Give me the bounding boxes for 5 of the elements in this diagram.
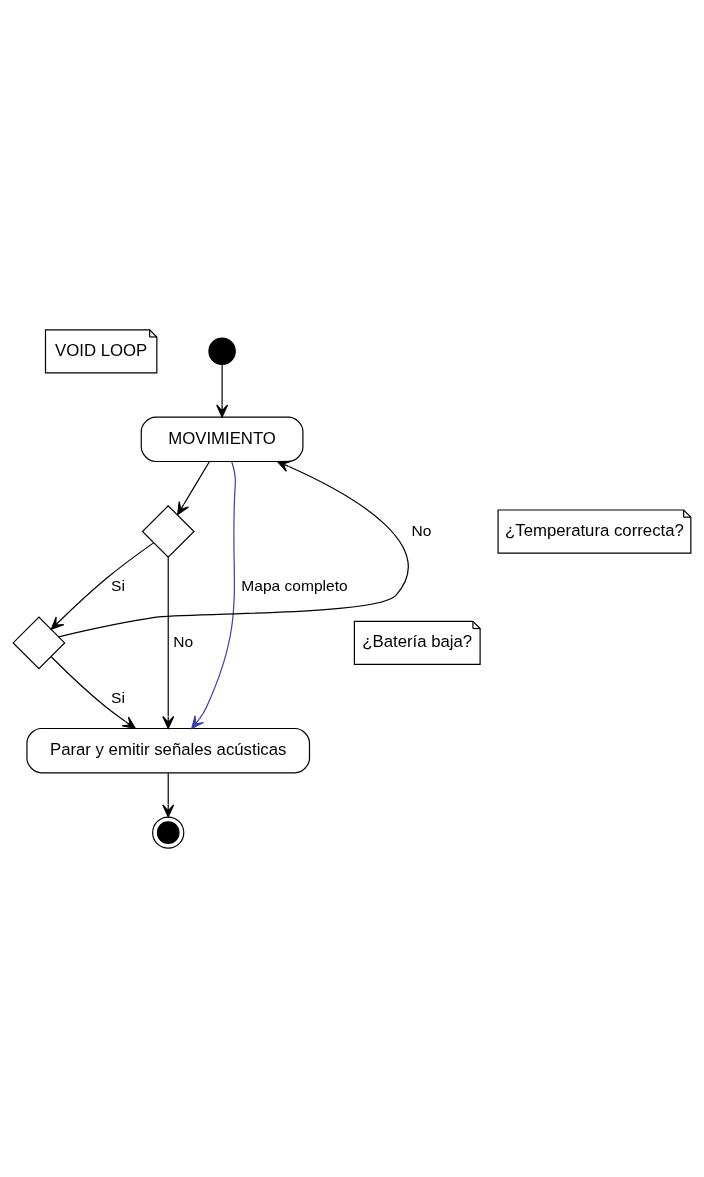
edge-label: Mapa completo — [241, 576, 348, 594]
edge-label: No — [173, 632, 194, 650]
edge-label: No — [411, 521, 432, 539]
edge-label: Si — [111, 576, 125, 594]
edge-label: Si — [111, 688, 125, 706]
